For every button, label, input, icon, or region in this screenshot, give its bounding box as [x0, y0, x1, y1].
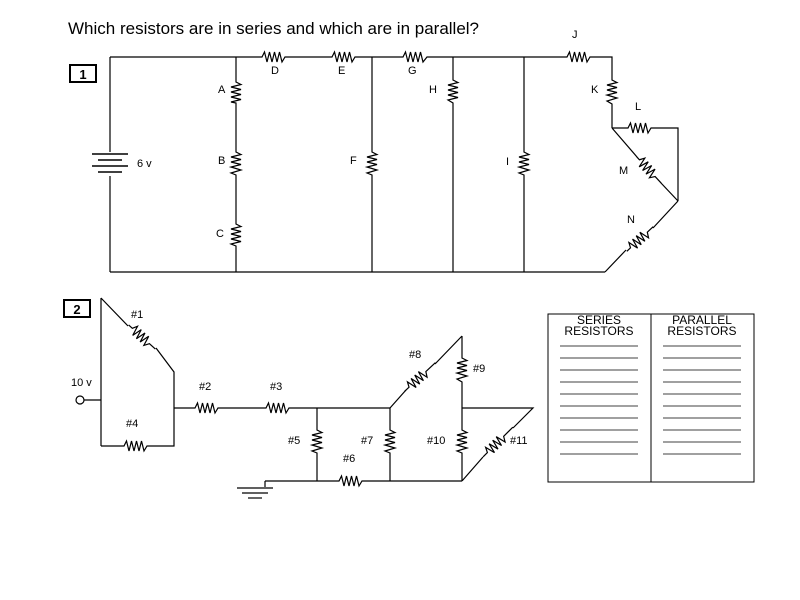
resistor-label-h: H — [429, 84, 437, 96]
series-header-line1: SERIES — [577, 313, 621, 327]
series-header-line2: RESISTORS — [564, 324, 633, 338]
resistor-g — [400, 50, 432, 64]
circuit-2-wires — [84, 297, 535, 487]
resistor-label-c: C — [216, 228, 224, 240]
resistor-label-1: #1 — [131, 309, 143, 321]
resistor-10 — [454, 428, 470, 455]
resistor-label-n: N — [627, 214, 635, 226]
resistor-label-a: A — [218, 84, 226, 96]
resistor-b — [228, 150, 244, 177]
resistor-9 — [454, 356, 470, 384]
parallel-header-line2: RESISTORS — [667, 324, 736, 338]
resistor-i — [516, 150, 532, 177]
resistor-label-f: F — [350, 155, 357, 167]
resistor-4 — [122, 439, 150, 453]
resistor-label-l: L — [635, 101, 641, 113]
resistor-label-2: #2 — [199, 381, 211, 393]
resistor-label-m: M — [619, 165, 628, 177]
parallel-answer-lines — [663, 345, 741, 455]
resistor-8 — [404, 362, 436, 392]
resistor-label-i: I — [506, 156, 509, 168]
resistor-label-3: #3 — [270, 381, 282, 393]
resistor-label-9: #9 — [473, 363, 485, 375]
resistor-5 — [309, 428, 325, 455]
resistor-label-d: D — [271, 65, 279, 77]
resistor-a — [230, 80, 243, 105]
circuit-1-number: 1 — [79, 67, 86, 82]
resistor-label-g: G — [408, 65, 417, 77]
circuit-1-wires — [109, 56, 679, 273]
worksheet-question: Which resistors are in series and which … — [68, 19, 479, 38]
resistor-7 — [382, 428, 398, 455]
resistor-label-k: K — [591, 84, 599, 96]
circuit-2-label: 2 — [63, 299, 91, 318]
circuit-2-number: 2 — [73, 302, 80, 317]
resistor-f — [364, 150, 380, 177]
resistor-m — [636, 156, 662, 184]
resistor-label-7: #7 — [361, 435, 373, 447]
resistor-label-6: #6 — [343, 453, 355, 465]
parallel-header-line1: PARALLEL — [672, 313, 732, 327]
answer-table: SERIES RESISTORS PARALLEL RESISTORS — [547, 313, 755, 483]
resistor-11 — [482, 426, 514, 458]
resistor-label-b: B — [218, 155, 225, 167]
circuit-2-voltage: 10 v — [71, 377, 92, 389]
resistor-label-8: #8 — [409, 349, 421, 361]
ground-icon — [237, 487, 273, 499]
resistor-label-11: #11 — [510, 435, 528, 447]
battery-circuit-1 — [92, 153, 128, 173]
resistor-label-4: #4 — [126, 418, 138, 430]
resistor-2 — [193, 401, 220, 415]
series-answer-lines — [560, 345, 638, 455]
resistor-j — [565, 50, 592, 64]
resistor-6 — [337, 474, 365, 488]
resistor-1 — [128, 324, 156, 350]
circuit-1-voltage: 6 v — [137, 158, 152, 170]
resistor-label-e: E — [338, 65, 345, 77]
resistor-h — [446, 78, 460, 105]
resistor-l — [626, 121, 655, 135]
resistor-d — [260, 50, 290, 64]
resistor-n — [626, 226, 654, 252]
resistor-label-5: #5 — [288, 435, 300, 447]
circuit-1-label: 1 — [69, 64, 97, 83]
resistor-c — [229, 222, 243, 248]
resistor-e — [330, 50, 358, 64]
resistor-3 — [264, 401, 292, 415]
resistor-k — [604, 78, 620, 108]
voltage-terminal — [75, 395, 85, 405]
resistor-label-10: #10 — [427, 435, 445, 447]
resistor-label-j: J — [572, 29, 578, 41]
